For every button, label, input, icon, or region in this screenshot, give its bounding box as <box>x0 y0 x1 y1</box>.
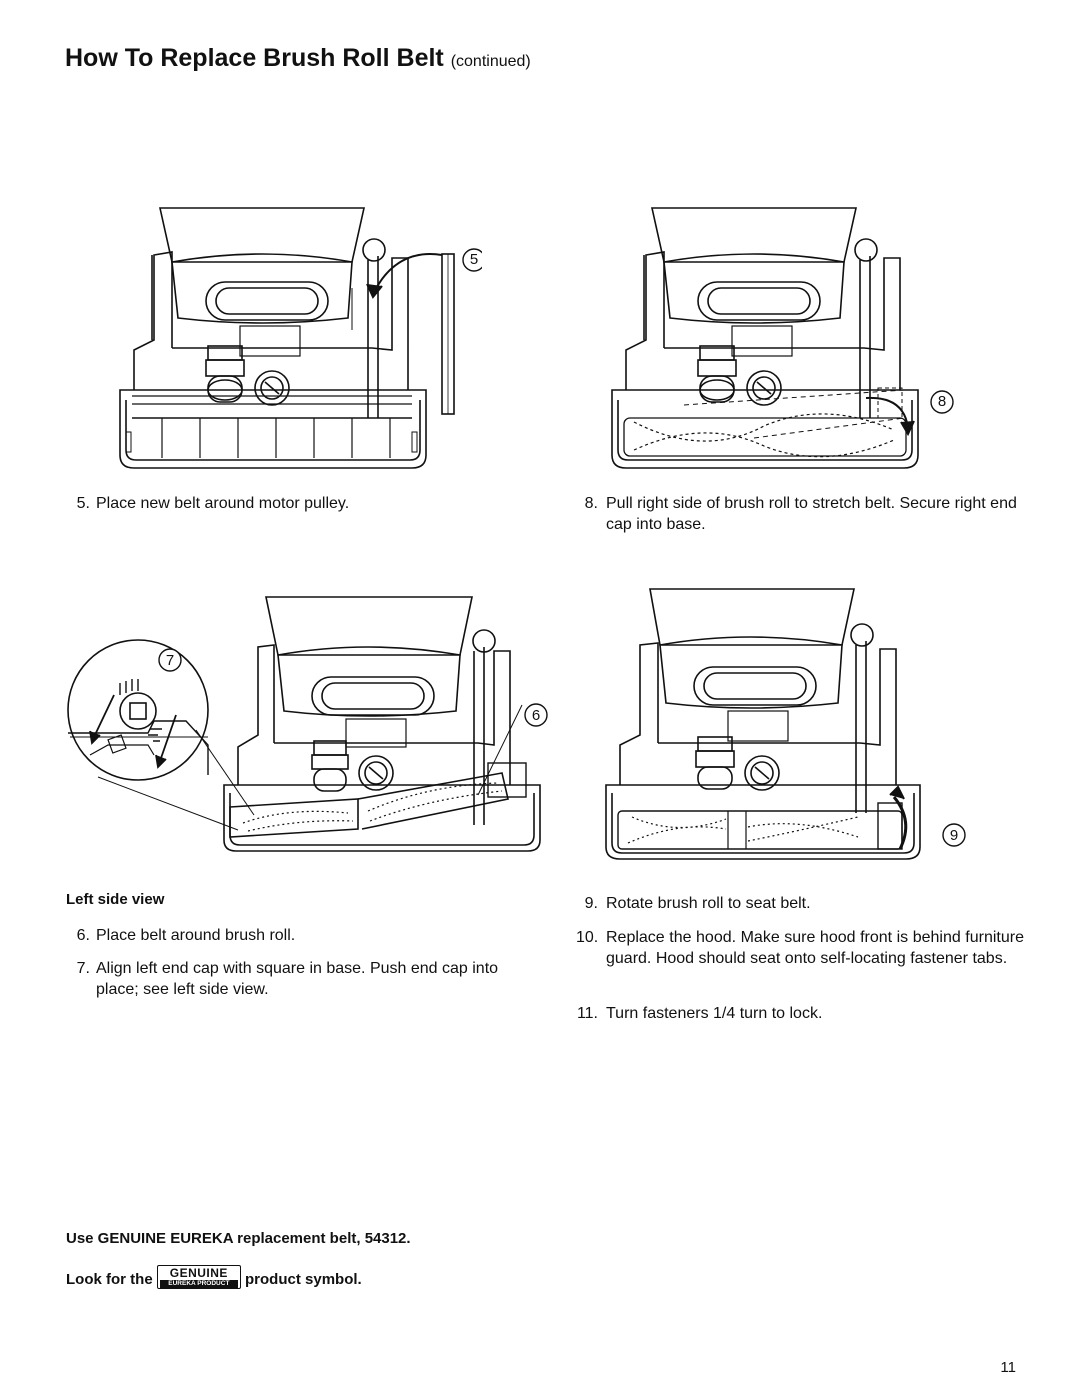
page-number: 11 <box>1000 1359 1016 1376</box>
look-for-text: Look for the <box>66 1270 153 1288</box>
left-side-view-heading: Left side view <box>66 891 165 908</box>
step-10-text: Replace the hood. Make sure hood front i… <box>606 929 1024 967</box>
callout-6: 6 <box>531 707 541 724</box>
step-11: 11. Turn fasteners 1/4 turn to lock. <box>576 1003 1026 1025</box>
step-8-number: 8. <box>584 495 598 512</box>
figure-step-5 <box>119 207 482 469</box>
step-7-number: 7. <box>76 960 90 977</box>
step-9-number: 9. <box>584 895 598 912</box>
callout-9: 9 <box>949 827 959 844</box>
callout-5: 5 <box>469 251 479 268</box>
title-text: How To Replace Brush Roll Belt <box>65 44 444 72</box>
callout-7: 7 <box>165 652 175 669</box>
genuine-belt-note: Use GENUINE EUREKA replacement belt, 543… <box>66 1230 411 1247</box>
badge-top-text: GENUINE <box>169 1266 228 1280</box>
product-symbol-note: Look for the GENUINE EUREKA PRODUCT prod… <box>66 1265 362 1292</box>
step-7: 7. Align left end cap with square in bas… <box>70 958 520 1002</box>
page-title: How To Replace Brush Roll Belt (continue… <box>65 44 531 73</box>
step-8: 8. Pull right side of brush roll to stre… <box>580 493 1020 537</box>
step-6-number: 6. <box>76 927 90 944</box>
step-11-number: 11. <box>576 1005 598 1022</box>
callout-8: 8 <box>937 393 947 410</box>
step-11-text: Turn fasteners 1/4 turn to lock. <box>606 1005 823 1022</box>
step-5: 5. Place new belt around motor pulley. <box>70 493 500 517</box>
figure-step-6-7 <box>67 596 548 852</box>
step-9-text: Rotate brush roll to seat belt. <box>606 895 811 912</box>
step-10: 10. Replace the hood. Make sure hood fro… <box>576 927 1026 993</box>
step-6-text: Place belt around brush roll. <box>96 927 296 944</box>
badge-bottom-text: EUREKA PRODUCT <box>159 1280 238 1288</box>
genuine-eureka-badge: GENUINE EUREKA PRODUCT <box>156 1265 241 1289</box>
step-9: 9. Rotate brush roll to seat belt. <box>576 893 1026 915</box>
title-suffix: (continued) <box>450 53 531 70</box>
step-10-number: 10. <box>576 929 599 946</box>
figure-step-8 <box>611 207 954 469</box>
step-6: 6. Place belt around brush roll. <box>70 925 520 947</box>
product-symbol-text: product symbol. <box>245 1270 362 1288</box>
step-5-text: Place new belt around motor pulley. <box>96 495 350 512</box>
step-5-number: 5. <box>76 495 90 512</box>
step-7-text: Align left end cap with square in base. … <box>96 960 499 998</box>
figure-step-9 <box>605 588 966 860</box>
step-8-text: Pull right side of brush roll to stretch… <box>606 495 1017 533</box>
